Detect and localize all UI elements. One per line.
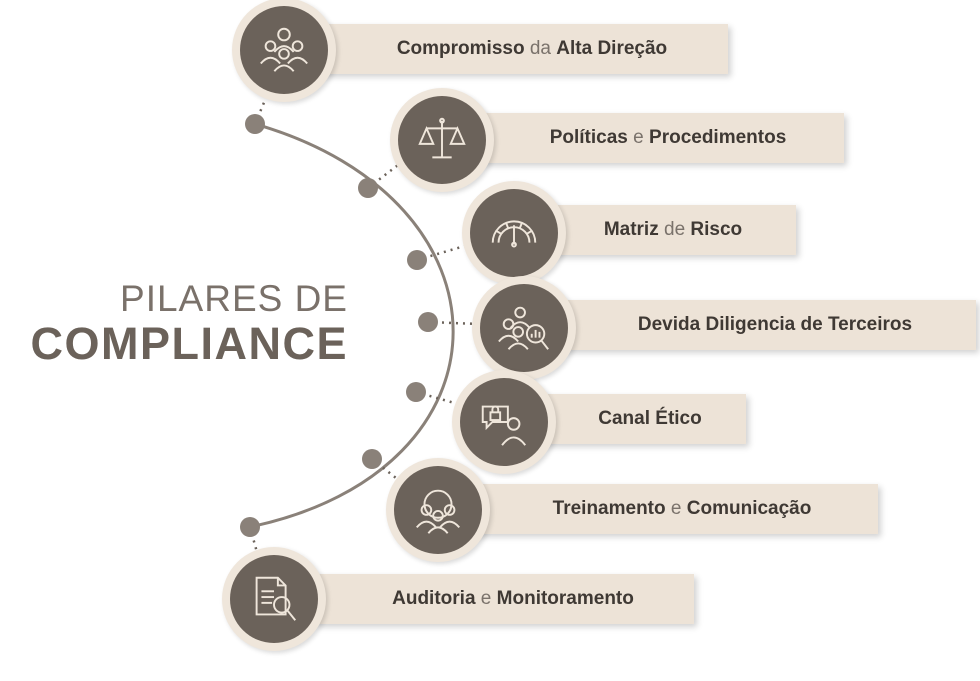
pillar-3-word-b: Risco — [690, 219, 743, 240]
pillar-1-word-a: Compromisso — [396, 38, 525, 59]
team-training-icon — [386, 458, 490, 562]
timeline-node — [240, 517, 260, 537]
pillar-5-label-box: Canal Ético — [536, 394, 746, 444]
title-line-2: COMPLIANCE — [30, 318, 348, 369]
pillar-6-label-box: Treinamento e Comunicação — [468, 484, 878, 534]
pillar-5-word-a: Canal Ético — [598, 408, 702, 429]
pillar-3-word-a: Matriz — [603, 219, 659, 240]
pillar-7-connector: e — [480, 588, 492, 609]
pillar-3-connector: de — [664, 219, 686, 240]
pillar-6-word-a: Treinamento — [552, 498, 666, 519]
pillar-2-word-b: Procedimentos — [649, 127, 787, 148]
pillar-7-label-box: Auditoria e Monitoramento — [314, 574, 694, 624]
risk-gauge-icon — [462, 181, 566, 285]
leadership-group-icon — [232, 0, 336, 102]
document-audit-icon — [222, 547, 326, 651]
pillar-2-label-box: Políticas e Procedimentos — [474, 113, 844, 163]
timeline-node — [406, 382, 426, 402]
pillar-1-connector: da — [529, 38, 551, 59]
people-magnifier-icon — [472, 276, 576, 380]
pillar-4-label-box: Devida Diligencia de Terceiros — [556, 300, 976, 350]
timeline-node — [407, 250, 427, 270]
pillar-2-connector: e — [633, 127, 644, 148]
pillar-7-word-a: Auditoria — [392, 588, 476, 609]
pillar-6-connector: e — [670, 498, 682, 519]
pillar-2-word-a: Políticas — [549, 127, 628, 148]
pillar-1-label-box: Compromisso da Alta Direção — [318, 24, 728, 74]
timeline-node — [245, 114, 265, 134]
timeline-node — [362, 449, 382, 469]
title-line-1: PILARES DE — [120, 278, 348, 319]
timeline-node — [358, 178, 378, 198]
scales-of-justice-icon — [390, 88, 494, 192]
pillar-4-word-a: Devida Diligencia de Terceiros — [637, 314, 913, 335]
person-speech-lock-icon — [452, 370, 556, 474]
timeline-node — [418, 312, 438, 332]
pillar-6-word-b: Comunicação — [686, 498, 812, 519]
pillar-3-label-box: Matriz de Risco — [532, 205, 796, 255]
pillar-1-word-b: Alta Direção — [556, 38, 668, 59]
pillar-7-word-b: Monitoramento — [496, 588, 634, 609]
